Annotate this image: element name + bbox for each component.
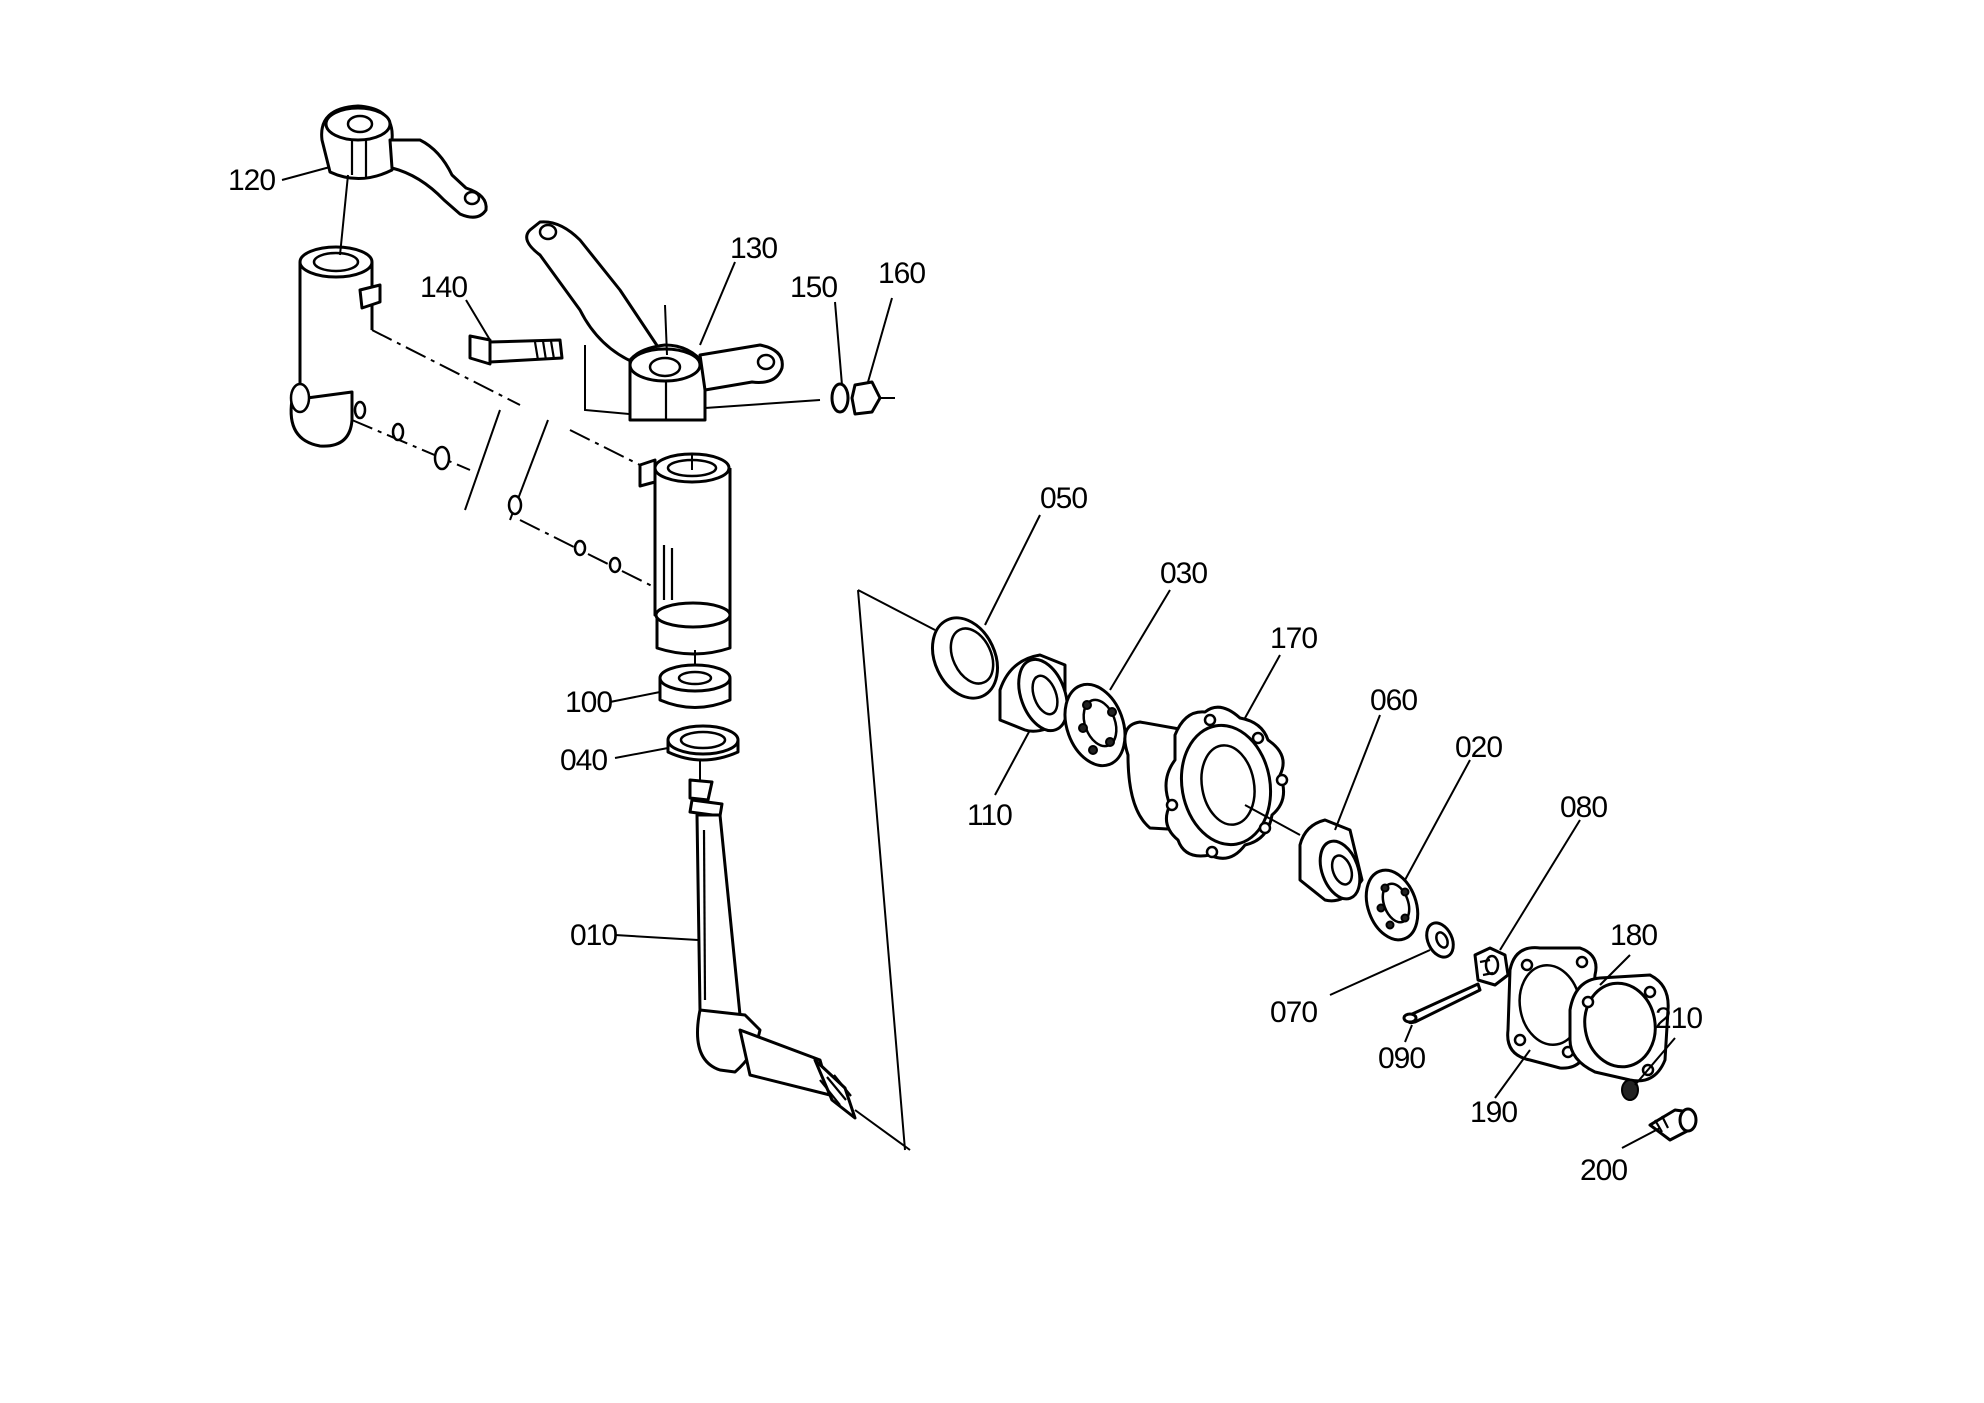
label-120: 120 [228,164,275,197]
part-labels: 120 140 130 150 160 100 040 010 050 110 … [228,164,1703,1187]
part-090-cotter-pin [1402,982,1482,1025]
label-050: 050 [1040,482,1087,515]
label-010: 010 [570,919,617,952]
label-140: 140 [420,271,467,304]
part-020-ball-bearing [1364,868,1420,942]
part-050-oil-seal [931,616,999,700]
leader-lines [281,166,1676,1149]
part-010-kingpin-spindle [688,778,911,1151]
label-170: 170 [1270,622,1317,655]
label-090: 090 [1378,1042,1425,1075]
label-040: 040 [560,744,607,777]
label-190: 190 [1470,1096,1517,1129]
label-080: 080 [1560,791,1607,824]
part-040-seal [666,724,740,762]
label-200: 200 [1580,1154,1627,1187]
label-150: 150 [790,271,837,304]
part-200-bolt [1648,1107,1698,1142]
part-080-castle-nut [1473,946,1510,987]
label-100: 100 [565,686,612,719]
label-180: 180 [1610,919,1657,952]
axle-beam [289,245,732,656]
part-030-ball-bearing [1063,682,1127,768]
part-120-steering-arm [320,104,488,256]
part-150-washer [830,382,850,414]
label-030: 030 [1160,557,1207,590]
label-110: 110 [967,799,1012,832]
part-070-washer [1425,921,1455,959]
label-160: 160 [878,257,925,290]
label-130: 130 [730,232,777,265]
part-100-bushing [658,663,732,709]
label-060: 060 [1370,684,1417,717]
part-140-bolt [468,334,641,416]
part-180-hub-cap [1568,973,1670,1083]
part-130-steering-knuckle-arm [525,220,821,422]
label-070: 070 [1270,996,1317,1029]
label-020: 020 [1455,731,1502,764]
part-060-bearing-race [1298,818,1364,903]
part-170-wheel-hub [1123,705,1301,860]
part-160-nut [850,380,895,416]
alignment-line [857,589,936,1151]
part-210-lock-washer [1621,1079,1639,1101]
label-210: 210 [1655,1002,1702,1035]
